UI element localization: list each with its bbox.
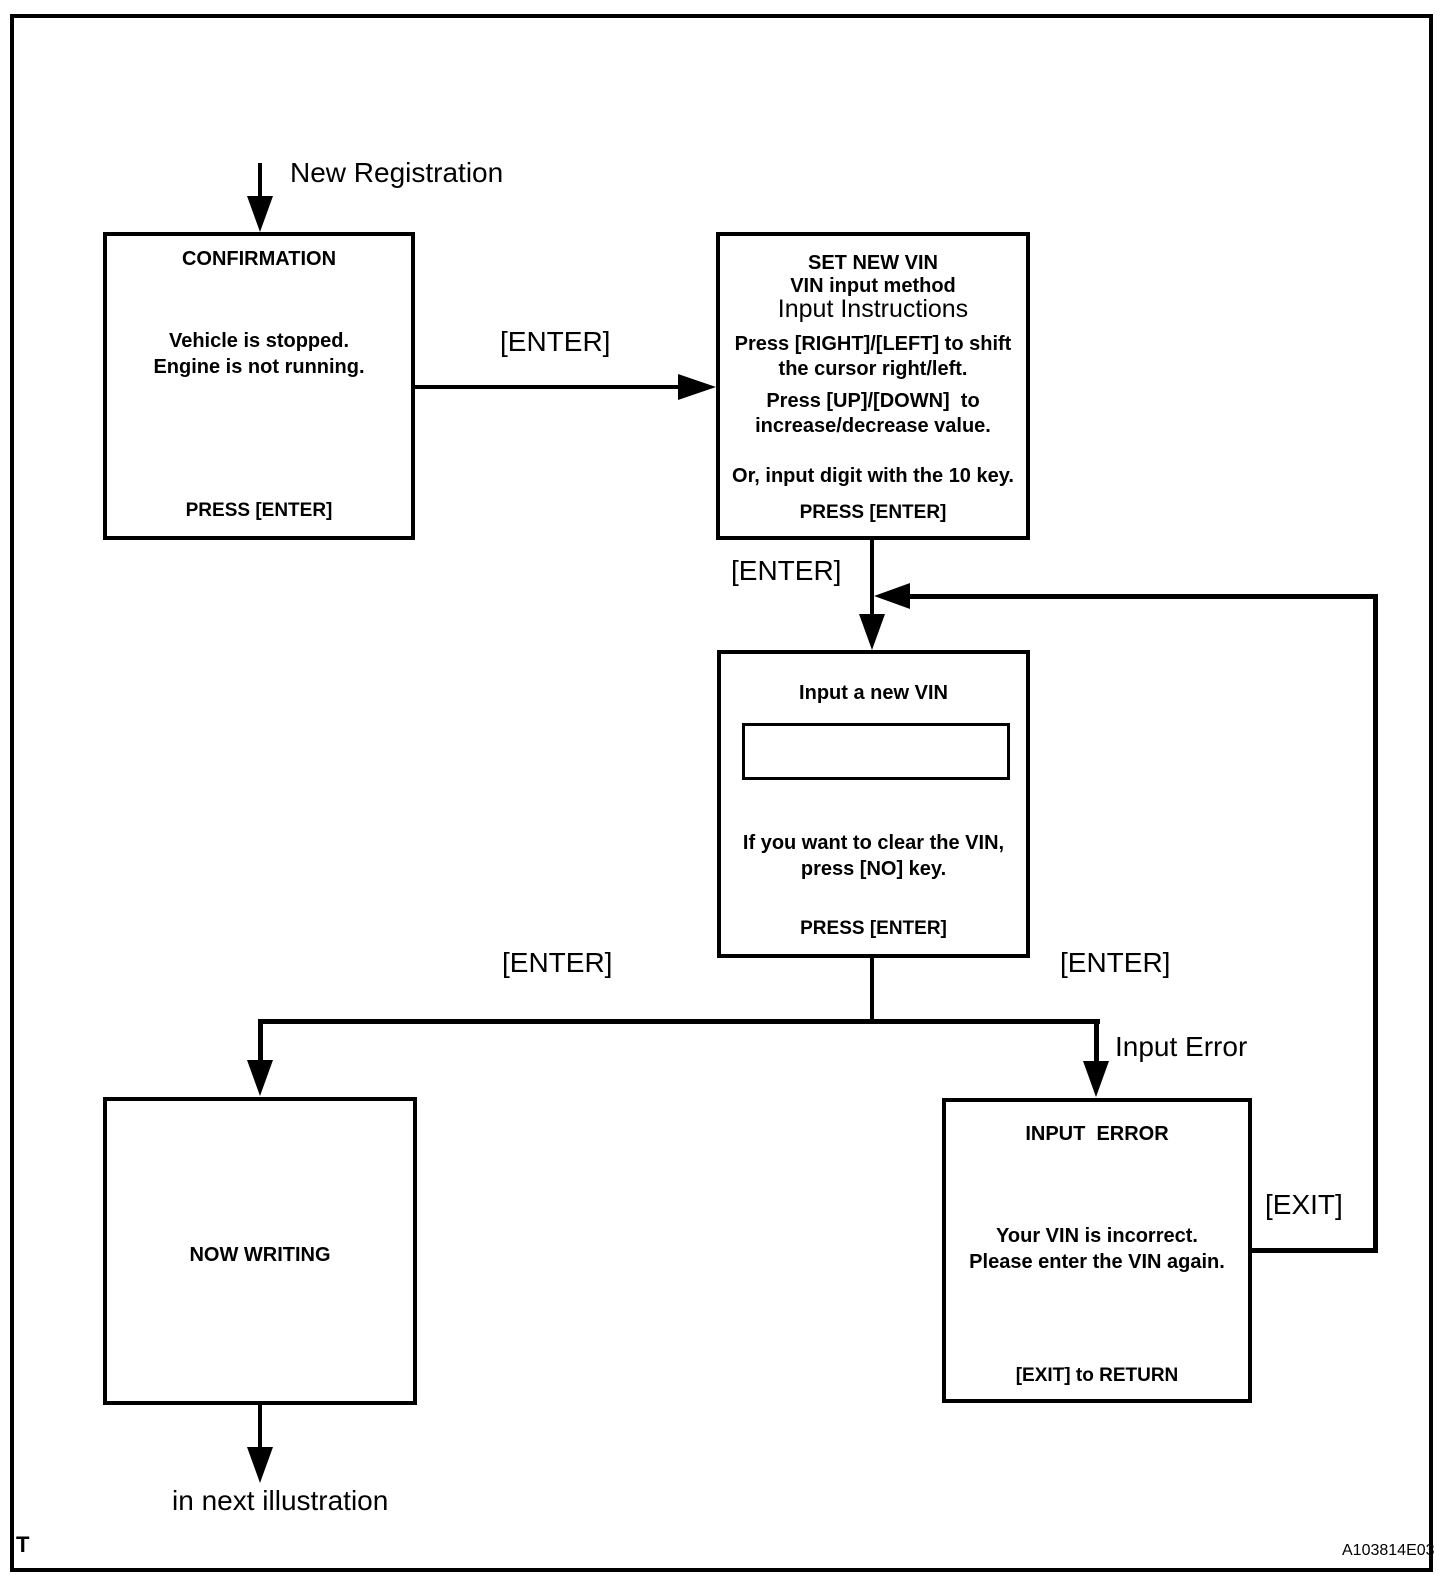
enter-label-4: [ENTER] [1060,947,1171,978]
return-line-bottom [1250,1248,1377,1253]
confirmation-title: CONFIRMATION [181,248,337,270]
input-error-body-line2: Please enter the VIN again. [969,1251,1225,1273]
confirmation-footer: PRESS [ENTER] [185,500,333,521]
figure-id: A103814E03 [1342,1542,1435,1559]
start-arrowhead-icon [247,196,273,232]
setvin-instr-line2: the cursor right/left. [778,358,968,380]
input-error-title: INPUT ERROR [1025,1123,1169,1145]
input-vin-footer: PRESS [ENTER] [800,918,947,939]
input-error-body-line1: Your VIN is incorrect. [996,1225,1198,1247]
setvin-instr-line3: Press [UP]/[DOWN] to [766,390,980,412]
exit-label: [EXIT] [1265,1189,1343,1220]
setvin-instr-line4: increase/decrease value. [755,415,991,437]
branch-left-line [258,1019,263,1063]
setvin-title-line1: SET NEW VIN [807,252,938,274]
input-vin-screen: Input a new VIN If you want to clear the… [717,650,1030,958]
vin-entry-field [742,723,1010,780]
setvin-title-line2: VIN input method [790,275,956,297]
setvin-instr-line5: Or, input digit with the 10 key. [732,465,1014,487]
now-writing-title: NOW WRITING [189,1244,331,1266]
confirmation-screen: CONFIRMATION Vehicle is stopped. Engine … [103,232,415,540]
return-line-right [1373,594,1378,1253]
return-line-top [908,594,1377,599]
arrowhead-right-icon [678,374,716,400]
enter-label-1: [ENTER] [500,326,611,357]
start-arrow-line [258,163,262,209]
input-vin-title: Input a new VIN [799,682,948,704]
enter-label-3: [ENTER] [502,947,613,978]
page-border [10,14,1433,1572]
connector-setvin-to-input [870,540,874,616]
branch-line [258,1019,1100,1024]
arrowhead-down-right-icon [1083,1061,1109,1097]
connector-confirm-to-setvin [415,385,680,389]
connector-writing-to-next [258,1405,262,1450]
confirmation-body-line2: Engine is not running. [153,356,365,378]
arrowhead-down-left-icon [247,1060,273,1096]
arrowhead-down-bottom-icon [247,1447,273,1483]
input-vin-note-line1: If you want to clear the VIN, [742,832,1005,854]
connector-input-to-branch [870,958,874,1022]
now-writing-screen: NOW WRITING [103,1097,417,1405]
input-error-footer: [EXIT] to RETURN [1015,1365,1179,1386]
input-vin-note-line2: press [NO] key. [800,858,947,880]
branch-right-line [1094,1019,1099,1063]
setvin-footer: PRESS [ENTER] [799,502,947,523]
set-new-vin-screen: SET NEW VIN VIN input method Input Instr… [716,232,1030,540]
arrowhead-left-icon [874,583,910,609]
confirmation-body-line1: Vehicle is stopped. [168,330,350,352]
arrowhead-down-icon [859,614,885,650]
input-error-label: Input Error [1115,1031,1248,1062]
setvin-subtitle: Input Instructions [777,295,969,323]
input-error-screen: INPUT ERROR Your VIN is incorrect. Pleas… [942,1098,1252,1403]
start-label: New Registration [290,157,504,188]
setvin-instr-line1: Press [RIGHT]/[LEFT] to shift [734,333,1012,355]
corner-mark: T [16,1532,30,1557]
enter-label-2: [ENTER] [731,555,842,586]
next-illustration-label: in next illustration [172,1485,389,1516]
